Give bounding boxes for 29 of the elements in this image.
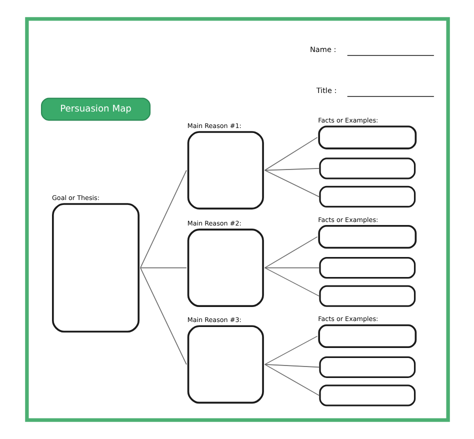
cluster — [24, 17, 450, 422]
connector — [140, 170, 186, 268]
connector — [264, 137, 318, 171]
node-box: Persuasion Map — [40, 98, 150, 121]
node-box — [318, 384, 416, 406]
connector — [264, 267, 319, 296]
node-box — [318, 224, 416, 249]
node-box — [186, 228, 264, 307]
node-box — [52, 203, 140, 333]
node-box — [318, 256, 416, 279]
connector — [264, 336, 318, 365]
node-box — [318, 186, 416, 208]
connector — [140, 267, 186, 365]
connector — [264, 168, 319, 171]
connector — [264, 267, 319, 268]
node-box — [186, 131, 264, 210]
node-box — [318, 356, 416, 378]
connector — [264, 170, 319, 198]
node-box — [186, 325, 264, 404]
connector — [264, 364, 319, 368]
connector — [264, 364, 319, 396]
label: Name : — [309, 45, 336, 54]
node-box — [318, 285, 416, 307]
node-box — [318, 324, 416, 348]
connector — [264, 236, 318, 268]
connector — [140, 267, 186, 268]
label: Title : — [316, 86, 336, 96]
node-box — [318, 126, 416, 150]
node-box — [318, 158, 416, 180]
